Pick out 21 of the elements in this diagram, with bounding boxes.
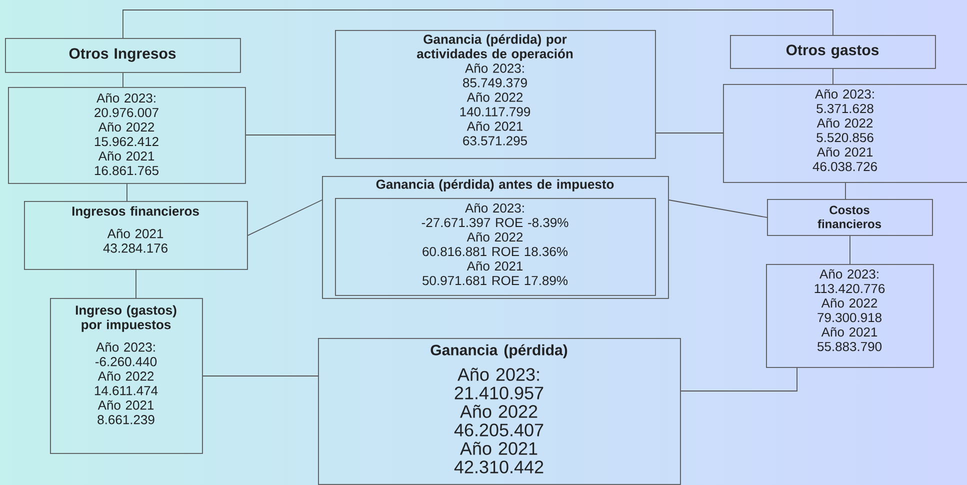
- title-box: Costos financieros: [767, 199, 933, 236]
- connector-line: [680, 367, 798, 392]
- value-box: Ingreso (gastos) por impuestos Año 2023: -6.260.440 Año 2022 14.611.474 Año 2021 8.661.239: [50, 298, 203, 454]
- value-box: Año 2023: 5.371.628 Año 2022 5.520.856 Año 2021 46.038.726: [723, 84, 967, 183]
- value-box: Ganancia (pérdida) por actividades de operación Año 2023: 85.749.379 Año 2022 140.117.799 Año 2021 63.571.295: [335, 30, 656, 159]
- connector-line: [126, 183, 128, 202]
- connector-line: [668, 200, 768, 218]
- value-box: Ingresos financieros Año 2021 43.284.176: [24, 201, 248, 270]
- value-box: Año 2023: -27.671.397 ROE -8.39% Año 2022 60.816.881 ROE 18.36% Año 2021 50.971.681 ROE 17.89%: [335, 198, 656, 296]
- connector-line: [845, 182, 846, 200]
- title-box: Otros gastos: [730, 35, 936, 69]
- connector-line: [832, 68, 834, 84]
- value-box: Ganancia (pérdida) Año 2023: 21.410.957 Año 2022 46.205.407 Año 2021 42.310.442: [318, 338, 681, 485]
- title-box: Otros Ingresos: [5, 38, 241, 73]
- connector-line: [122, 10, 834, 38]
- connector-line: [122, 72, 124, 88]
- connector-line: [245, 134, 336, 136]
- value-box: Año 2023: 20.976.007 Año 2022 15.962.412 Año 2021 16.861.765: [8, 87, 246, 184]
- value-box: Año 2023: 113.420.776 Año 2022 79.300.918 Año 2021 55.883.790: [766, 264, 934, 368]
- connector-line: [655, 132, 724, 134]
- connector-line: [247, 200, 322, 236]
